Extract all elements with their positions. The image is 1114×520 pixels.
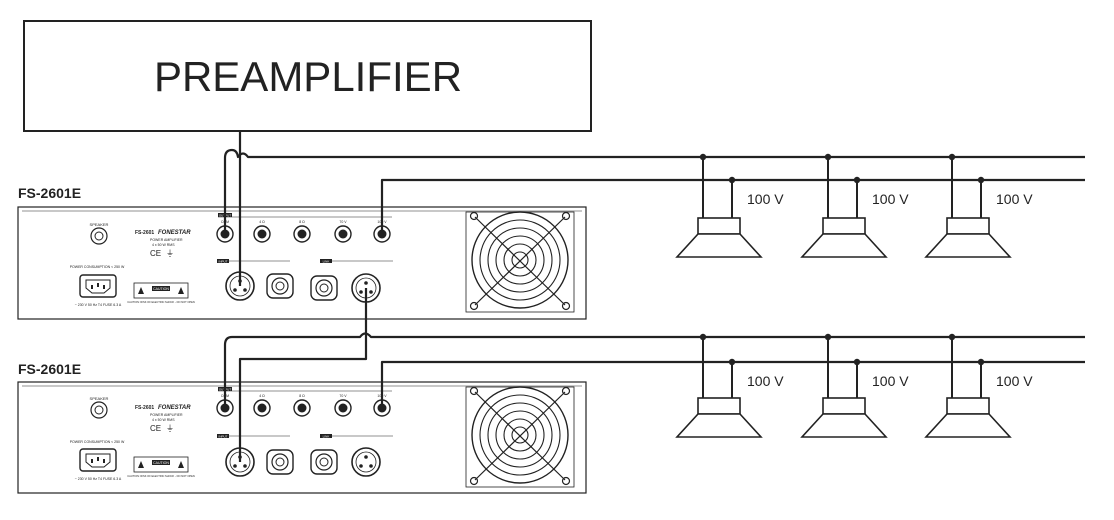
fan-grille bbox=[465, 211, 575, 313]
speaker-row-1: 100 V 100 V 100 V bbox=[675, 153, 1033, 258]
speaker-voltage-label: 100 V bbox=[872, 373, 909, 389]
speaker-cone bbox=[800, 233, 888, 258]
speaker-voltage-label: 100 V bbox=[747, 191, 784, 207]
svg-text:LINK: LINK bbox=[323, 259, 330, 263]
speaker: 100 V bbox=[800, 153, 909, 258]
speaker-cone bbox=[675, 233, 763, 258]
svg-text:LINK: LINK bbox=[323, 434, 330, 438]
speaker: 100 V bbox=[675, 153, 784, 258]
amplifier-1-model-label: FS-2601E bbox=[18, 185, 81, 201]
amplifier-1: FS-2601E SPEAKER FS-2601 FONESTAR POWER … bbox=[17, 185, 587, 320]
svg-text:8 Ω: 8 Ω bbox=[299, 394, 305, 398]
link-xlr bbox=[351, 447, 381, 477]
svg-text:POWER CONSUMPTION < 250 W: POWER CONSUMPTION < 250 W bbox=[70, 440, 125, 444]
warning-label: CAUTION CAUTION: RISK OF ELECTRIC SHOCK … bbox=[127, 282, 195, 304]
speaker: 100 V bbox=[800, 333, 909, 438]
speaker-cone bbox=[800, 413, 888, 438]
warning-label: CAUTION CAUTION: RISK OF ELECTRIC SHOCK … bbox=[127, 456, 195, 478]
speaker-cone bbox=[675, 413, 763, 438]
svg-text:POWER AMPLIFIER: POWER AMPLIFIER bbox=[150, 413, 183, 417]
wiring bbox=[223, 131, 1085, 462]
svg-text:4 x 50 W RMS: 4 x 50 W RMS bbox=[152, 418, 175, 422]
speaker: 100 V bbox=[924, 153, 1033, 258]
speaker-voltage-label: 100 V bbox=[996, 373, 1033, 389]
svg-text:FS-2601: FS-2601 bbox=[135, 230, 154, 236]
brand-block: FS-2601 FONESTAR POWER AMPLIFIER 4 x 50 … bbox=[135, 405, 191, 433]
svg-text:FS-2601: FS-2601 bbox=[135, 405, 154, 411]
svg-text:INPUT: INPUT bbox=[219, 259, 228, 263]
svg-text:4 x 50 W RMS: 4 x 50 W RMS bbox=[152, 243, 175, 247]
svg-text:70 V: 70 V bbox=[339, 394, 347, 398]
svg-text:CAUTION: RISK OF ELECTRIC SHOC: CAUTION: RISK OF ELECTRIC SHOCK - DO NOT… bbox=[127, 474, 195, 478]
speaker-magnet bbox=[822, 397, 866, 415]
link-section: LINK bbox=[310, 434, 393, 477]
speaker-voltage-label: 100 V bbox=[872, 191, 909, 207]
svg-text:INPUT: INPUT bbox=[219, 434, 228, 438]
svg-text:CAUTION: CAUTION bbox=[153, 461, 169, 465]
svg-text:POWER AMPLIFIER: POWER AMPLIFIER bbox=[150, 238, 183, 242]
speaker-magnet bbox=[946, 217, 990, 235]
svg-text:8 Ω: 8 Ω bbox=[299, 220, 305, 224]
speaker-jack: SPEAKER bbox=[90, 222, 109, 245]
ce-mark: CE bbox=[150, 249, 161, 258]
link-section: LINK bbox=[310, 259, 393, 303]
speaker-magnet bbox=[697, 217, 741, 235]
svg-text:4 Ω: 4 Ω bbox=[259, 220, 265, 224]
svg-text:4 Ω: 4 Ω bbox=[259, 394, 265, 398]
speaker-row-2: 100 V 100 V 100 V bbox=[675, 333, 1033, 438]
svg-text:SPEAKER: SPEAKER bbox=[90, 222, 109, 227]
amplifier-2-model-label: FS-2601E bbox=[18, 361, 81, 377]
preamplifier-label: PREAMPLIFIER bbox=[154, 53, 462, 100]
speaker-voltage-label: 100 V bbox=[996, 191, 1033, 207]
speaker-cone bbox=[924, 413, 1012, 438]
svg-text:~ 230 V 50 Hz T4 FUSE 6.3 A: ~ 230 V 50 Hz T4 FUSE 6.3 A bbox=[75, 477, 122, 481]
svg-text:CAUTION: RISK OF ELECTRIC SHOC: CAUTION: RISK OF ELECTRIC SHOCK - DO NOT… bbox=[127, 300, 195, 304]
svg-text:CAUTION: CAUTION bbox=[153, 287, 169, 291]
speaker: 100 V bbox=[924, 333, 1033, 438]
power-inlet: POWER CONSUMPTION < 250 W ~ 230 V 50 Hz … bbox=[70, 265, 125, 307]
speaker-cone bbox=[924, 233, 1012, 258]
speaker: 100 V bbox=[675, 333, 784, 438]
ce-mark: CE bbox=[150, 424, 161, 433]
speaker-magnet bbox=[697, 397, 741, 415]
fan-grille bbox=[465, 386, 575, 488]
svg-text:⏚: ⏚ bbox=[166, 424, 174, 433]
svg-text:FONESTAR: FONESTAR bbox=[158, 405, 191, 411]
speaker-voltage-label: 100 V bbox=[747, 373, 784, 389]
preamplifier-box: PREAMPLIFIER bbox=[23, 20, 592, 132]
svg-text:⏚: ⏚ bbox=[166, 249, 174, 258]
svg-text:POWER CONSUMPTION < 250 W: POWER CONSUMPTION < 250 W bbox=[70, 265, 125, 269]
amplifier-2: FS-2601E SPEAKER FS-2601 FONESTAR POWER … bbox=[17, 361, 587, 494]
svg-text:~ 230 V 50 Hz T4 FUSE 6.3 A: ~ 230 V 50 Hz T4 FUSE 6.3 A bbox=[75, 303, 122, 307]
speaker-jack: SPEAKER bbox=[90, 396, 109, 419]
speaker-magnet bbox=[822, 217, 866, 235]
power-inlet: POWER CONSUMPTION < 250 W ~ 230 V 50 Hz … bbox=[70, 440, 125, 481]
svg-text:SPEAKER: SPEAKER bbox=[90, 396, 109, 401]
speaker-magnet bbox=[946, 397, 990, 415]
svg-text:FONESTAR: FONESTAR bbox=[158, 230, 191, 236]
svg-text:70 V: 70 V bbox=[339, 220, 347, 224]
brand-block: FS-2601 FONESTAR POWER AMPLIFIER 4 x 50 … bbox=[135, 230, 191, 258]
